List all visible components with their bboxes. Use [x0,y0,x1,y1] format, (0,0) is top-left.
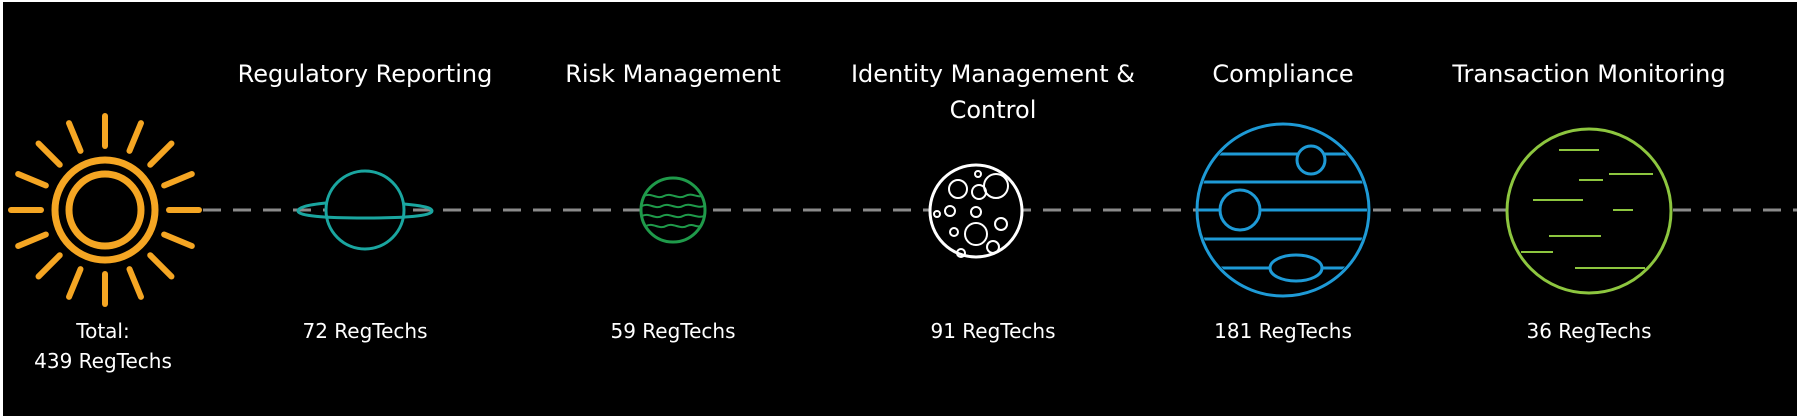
total-label: Total: [76,319,130,343]
sun-ray [15,231,49,249]
sun-ray [35,252,63,280]
planet-count-risk-management: 59 RegTechs [610,319,736,343]
planet-title-identity-management-line1: Identity Management & [850,60,1136,88]
sun-ray [161,171,195,189]
sun-ray [126,266,144,300]
sun-icon [8,113,202,307]
planet-title-risk-management: Risk Management [565,60,781,88]
planet-count-compliance: 181 RegTechs [1214,319,1352,343]
sun-ray [147,252,175,280]
planet-title-identity-management-line2: Control [949,96,1037,124]
planet-title-compliance: Compliance [1212,60,1354,88]
wavy-planet-icon [639,176,707,244]
sun-ray [66,266,84,300]
regtech-solar-system-diagram: Total: 439 RegTechs Regulatory Reporting… [3,2,1797,416]
sun-ray [35,140,63,168]
planet-count-regulatory-reporting: 72 RegTechs [302,319,428,343]
planet-title-transaction-monitoring: Transaction Monitoring [1452,60,1726,88]
sun-ray [15,171,49,189]
sun-ray [126,120,144,154]
total-value: 439 RegTechs [34,349,172,373]
moon-icon [928,163,1024,259]
planet-count-identity-management: 91 RegTechs [930,319,1056,343]
sun-ray [161,231,195,249]
sun-ray [147,140,175,168]
gas-giant-icon [1195,122,1371,298]
sun-ray [66,120,84,154]
ringed-planet-icon [296,169,434,251]
streaked-planet-icon [1505,127,1673,295]
planet-count-transaction-monitoring: 36 RegTechs [1526,319,1652,343]
planet-title-regulatory-reporting: Regulatory Reporting [237,60,493,88]
